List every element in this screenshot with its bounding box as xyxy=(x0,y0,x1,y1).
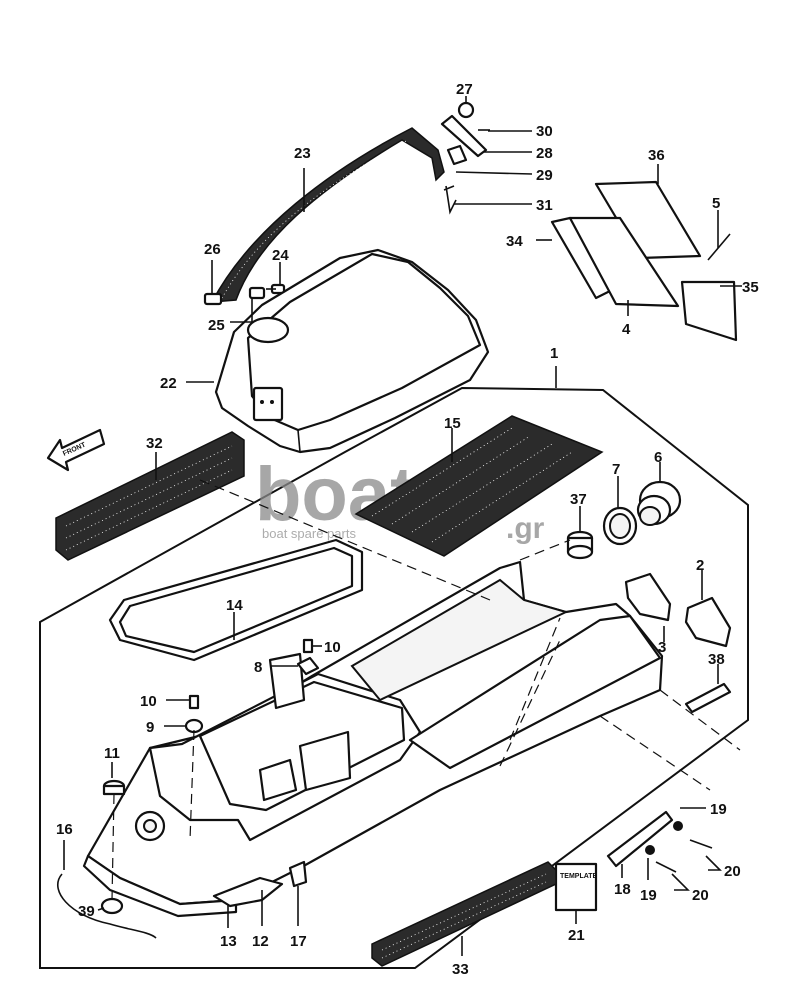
engine-hood xyxy=(214,248,490,454)
leader-lines xyxy=(63,96,742,956)
knob-27 xyxy=(457,101,475,119)
assembly-line-2 xyxy=(509,617,561,741)
callout-16: 16 xyxy=(56,821,73,838)
callout-39: 39 xyxy=(78,903,95,920)
deck-mat xyxy=(354,415,604,557)
callout-24: 24 xyxy=(272,247,289,264)
callout-20-upper: 20 xyxy=(724,863,741,880)
assembly-line-3 xyxy=(499,639,561,767)
callout-20-lower: 20 xyxy=(692,887,709,904)
hatch-gasket xyxy=(108,538,364,662)
svg-text:.gr: .gr xyxy=(506,512,545,545)
callout-1: 1 xyxy=(550,345,558,362)
callout-34: 34 xyxy=(506,233,523,250)
panel-4 xyxy=(568,216,680,308)
clip-25 xyxy=(248,286,266,300)
callout-7: 7 xyxy=(612,461,620,478)
pin-5 xyxy=(707,233,731,261)
clip-29 xyxy=(446,144,468,166)
ring-7 xyxy=(602,506,638,546)
callout-numbers: 1 2 3 4 5 6 7 8 9 10 10 11 12 13 14 15 1… xyxy=(56,81,759,978)
rivet-19-upper xyxy=(673,821,683,831)
callout-4: 4 xyxy=(622,321,631,338)
callout-33: 33 xyxy=(452,961,469,978)
rivet-19-lower xyxy=(645,845,655,855)
callout-6: 6 xyxy=(654,449,662,466)
callout-19-lower: 19 xyxy=(640,887,657,904)
plug-39 xyxy=(100,897,124,915)
callout-9: 9 xyxy=(146,719,154,736)
callout-27: 27 xyxy=(456,81,473,98)
bolt-10-lower xyxy=(188,694,200,710)
nut-8 xyxy=(296,656,320,676)
duct-cover-3 xyxy=(624,572,672,622)
callout-37: 37 xyxy=(570,491,587,508)
callout-35: 35 xyxy=(742,279,759,296)
callout-26: 26 xyxy=(204,241,221,258)
callout-18: 18 xyxy=(614,881,631,898)
callout-25: 25 xyxy=(208,317,225,334)
callout-36: 36 xyxy=(648,147,665,164)
callout-17: 17 xyxy=(290,933,307,950)
callout-12: 12 xyxy=(252,933,269,950)
svg-text:boat spare parts: boat spare parts xyxy=(262,526,356,541)
bellows-6 xyxy=(636,480,682,526)
callout-14: 14 xyxy=(226,597,243,614)
bottom-mat xyxy=(371,861,557,967)
callout-5: 5 xyxy=(712,195,720,212)
callout-13: 13 xyxy=(220,933,237,950)
callout-11: 11 xyxy=(104,745,120,762)
plug-11 xyxy=(102,779,126,796)
callout-2: 2 xyxy=(696,557,704,574)
hull xyxy=(82,560,664,918)
screw-20-upper xyxy=(689,839,713,849)
callout-21: 21 xyxy=(568,927,585,944)
assembly-line-7 xyxy=(189,729,195,841)
cap-37 xyxy=(566,530,594,560)
callout-22: 22 xyxy=(160,375,177,392)
callout-30: 30 xyxy=(536,123,553,140)
strip-38 xyxy=(684,682,732,714)
strip-18 xyxy=(606,810,674,868)
callout-3: 3 xyxy=(658,639,666,656)
template-card-21: TEMPLATE xyxy=(554,862,598,912)
screw-20-lower xyxy=(655,861,677,873)
assembly-frame xyxy=(39,386,749,969)
callout-15: 15 xyxy=(444,415,461,432)
assembly-line-8 xyxy=(111,793,115,901)
duct-cover-2 xyxy=(684,596,732,648)
callout-32: 32 xyxy=(146,435,163,452)
front-mat xyxy=(55,431,245,561)
hook-31 xyxy=(443,185,457,215)
front-arrow: FRONT xyxy=(46,428,106,472)
callout-29: 29 xyxy=(536,167,553,184)
callout-31: 31 xyxy=(536,197,553,214)
callout-23: 23 xyxy=(294,145,311,162)
assembly-line-1 xyxy=(199,479,491,601)
callout-10-upper: 10 xyxy=(324,639,341,656)
bracket-28 xyxy=(440,114,488,158)
assembly-line-5 xyxy=(599,715,711,791)
callout-38: 38 xyxy=(708,651,725,668)
handle-pole xyxy=(210,127,445,303)
panel-35 xyxy=(680,280,738,342)
callout-10-lower: 10 xyxy=(140,693,157,710)
assembly-line-6 xyxy=(519,539,571,561)
bolt-24 xyxy=(266,283,286,295)
cord-16 xyxy=(56,873,157,939)
bolt-10-upper xyxy=(302,638,314,654)
clip-26 xyxy=(203,292,223,306)
svg-text:TEMPLATE: TEMPLATE xyxy=(560,873,598,880)
assembly-line-4 xyxy=(659,689,741,751)
callout-8: 8 xyxy=(254,659,262,676)
callout-28: 28 xyxy=(536,145,553,162)
callout-19-upper: 19 xyxy=(710,801,727,818)
